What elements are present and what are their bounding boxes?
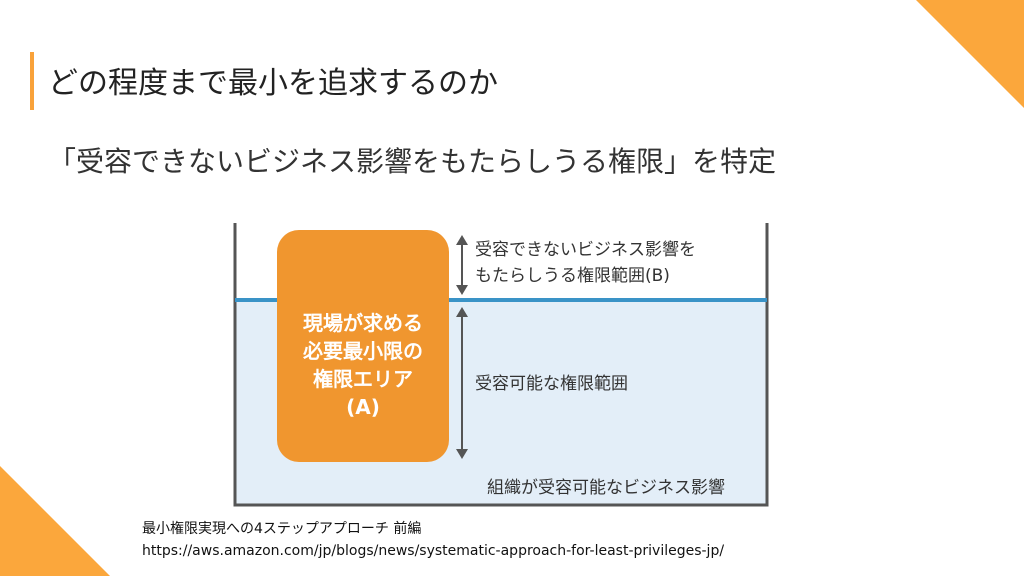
corner-decoration-top-right: [916, 0, 1024, 108]
source-title: 最小権限実現への4ステップアプローチ 前編: [142, 521, 422, 537]
required-minimum-area-box: [277, 230, 449, 462]
corner-decoration-bottom-left: [0, 466, 110, 576]
container-outline: [233, 223, 769, 507]
slide-subtitle: 「受容できないビジネス影響をもたらしうる権限」を特定: [48, 145, 777, 178]
title-accent-bar: [30, 52, 34, 110]
upper-range-label-line-2: もたらしうる権限範囲(B): [475, 266, 670, 286]
bottom-area-label: 組織が受容可能なビジネス影響: [487, 478, 725, 498]
permission-diagram: 現場が求める 必要最小限の 権限エリア (A) 受容できないビジネス影響を もた…: [233, 223, 769, 507]
upper-range-arrow: [456, 235, 468, 295]
box-a-line-2: 必要最小限の: [302, 339, 423, 363]
source-caption: 最小権限実現への4ステップアプローチ 前編 https://aws.amazon…: [142, 518, 724, 562]
box-a-line-1: 現場が求める: [303, 311, 423, 335]
upper-range-label-line-1: 受容できないビジネス影響を: [475, 240, 696, 260]
lower-range-arrow: [456, 307, 468, 459]
source-url[interactable]: https://aws.amazon.com/jp/blogs/news/sys…: [142, 543, 725, 559]
box-a-line-3: 権限エリア: [313, 367, 413, 391]
box-a-line-4: (A): [346, 395, 380, 419]
lower-range-label: 受容可能な権限範囲: [475, 374, 628, 394]
slide-title: どの程度まで最小を追求するのか: [48, 66, 498, 101]
